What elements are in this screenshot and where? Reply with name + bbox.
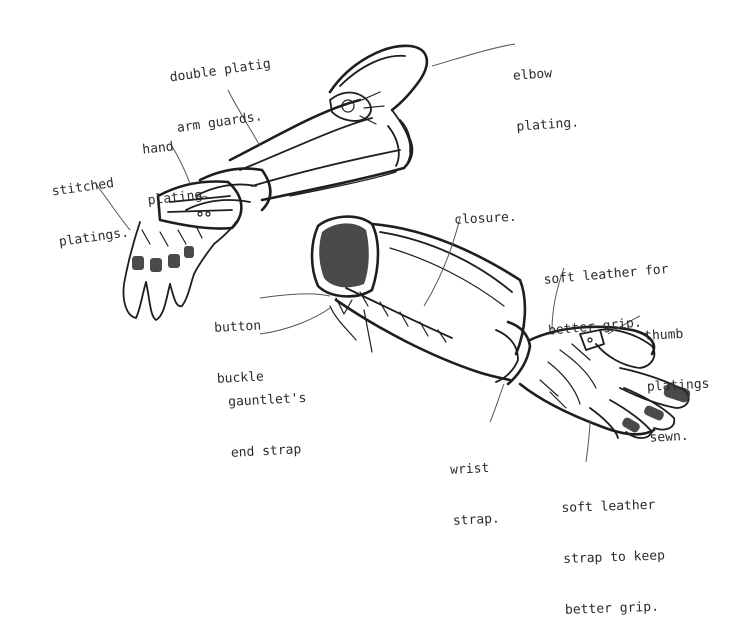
note-stitched-platings-line-1: stitched [50,175,115,200]
note-soft-leather-strap: soft leather strap to keep better grip. [560,462,668,635]
note-double-plating-line-1: double platig [168,56,272,86]
note-thumb-platings-line-1: thumb [643,326,684,344]
note-hand-plating: hand plating. [138,101,213,226]
note-wrist-strap-line-2: strap. [452,511,501,529]
note-thumb-platings-line-2: platings [646,376,710,395]
note-wrist-strap-line-1: wrist [449,460,490,478]
leader-lines [95,43,641,463]
lower-gauntlet-drawing [310,215,691,439]
note-closure-line-1: closure. [453,209,518,228]
note-elbow-plating: elbow plating. [510,30,581,153]
note-soft-leather-strap-line-2: strap to keep [563,548,666,567]
note-soft-leather-strap-line-3: better grip. [564,599,660,618]
note-hand-plating-line-2: plating. [146,186,211,209]
upper-gauntlet-drawing: << [122,44,429,321]
note-gauntlet-strap-line-2: end strap [230,442,302,461]
note-thumb-platings: thumb platings sewn. [642,291,713,464]
note-gauntlet-strap: gauntlet's end strap [226,356,310,479]
note-button-buckle-line-1: button [213,318,262,336]
note-stitched-platings-line-2: platings. [57,225,130,251]
note-elbow-plating-line-2: plating. [515,115,580,135]
gauntlet-sketch: << [95,43,691,463]
note-gauntlet-strap-line-1: gauntlet's [227,390,307,410]
note-soft-leather-strap-line-1: soft leather [561,497,656,516]
note-elbow-plating-line-1: elbow [512,66,553,84]
note-wrist-strap: wrist strap. [448,426,501,547]
note-closure: closure. [452,175,518,246]
note-hand-plating-line-1: hand [141,139,175,158]
note-thumb-platings-line-3: sewn. [649,428,690,446]
note-soft-leather-grip-line-1: soft leather for [543,261,670,288]
svg-text:<<: << [196,193,206,202]
